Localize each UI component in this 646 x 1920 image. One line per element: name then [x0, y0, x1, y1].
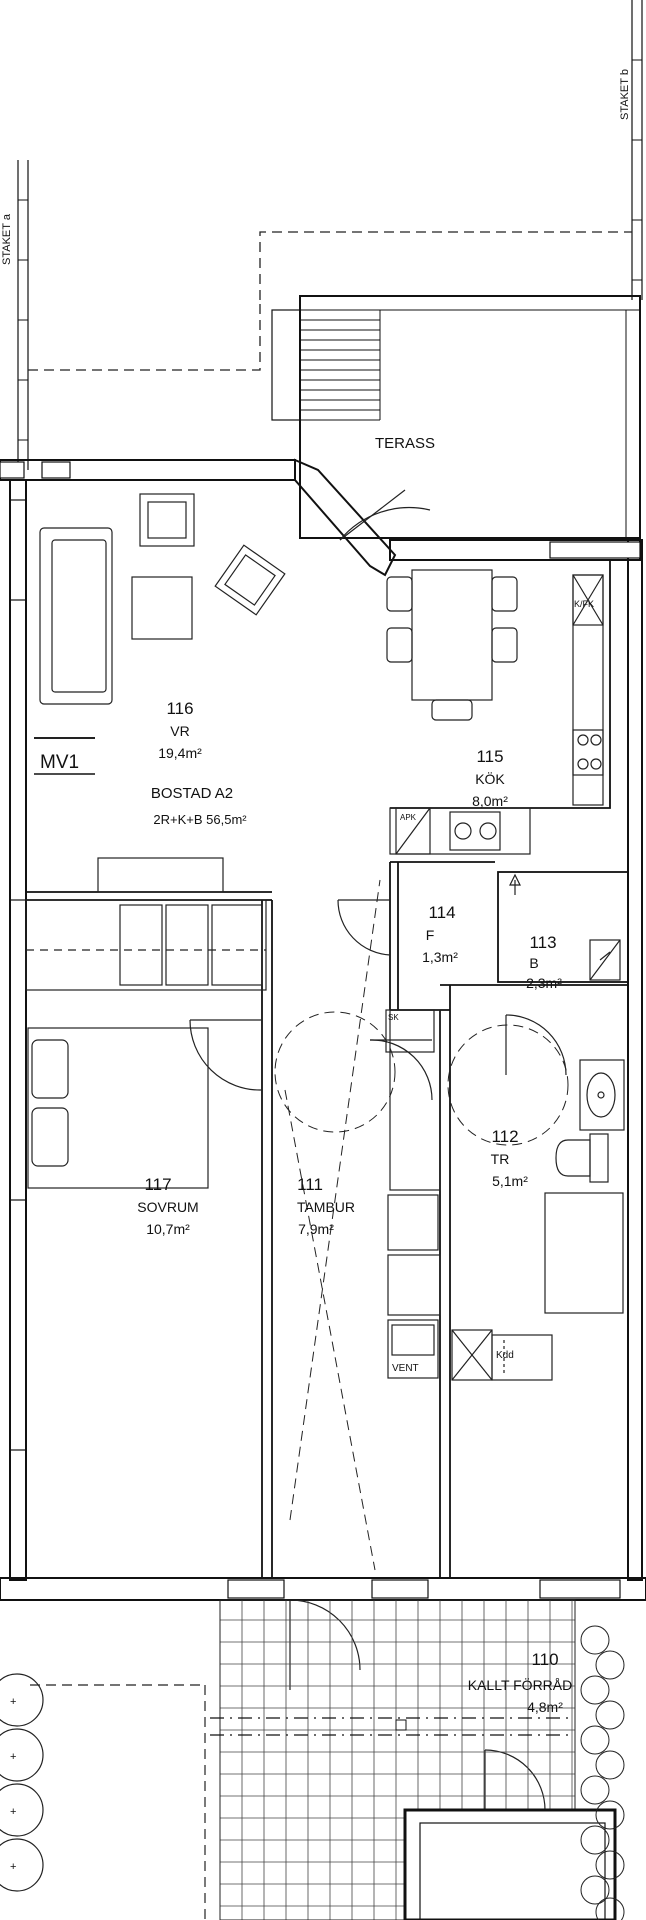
- apartment-name: BOSTAD A2: [151, 785, 233, 802]
- room-111: 111 TAMBUR 7,9m²: [297, 1175, 355, 1237]
- room-112: 112 TR 5,1m²: [491, 1127, 529, 1189]
- shrubs-left: [0, 1673, 44, 1892]
- wall-window-marks: [0, 461, 641, 1599]
- kitchen-counter: [389, 574, 604, 855]
- svg-text:+: +: [10, 1696, 16, 1708]
- bathroom-fixtures: [451, 873, 625, 1381]
- room-115-area: 8,0m²: [472, 793, 508, 809]
- living-furniture: [34, 493, 286, 739]
- room-112-area: 5,1m²: [492, 1173, 528, 1189]
- sofa: [39, 527, 113, 705]
- svg-text:+: +: [10, 1861, 16, 1873]
- room-114-area: 1,3m²: [422, 949, 458, 965]
- shrubs-left-marks: + + + +: [10, 1696, 16, 1873]
- turning-circles: [274, 879, 569, 1571]
- terrace: [271, 295, 641, 539]
- room-114-id: 114: [428, 903, 455, 922]
- fridge-label: K/FK: [574, 599, 594, 609]
- fence-left-label: STAKET a: [1, 213, 13, 265]
- room-113-area: 2,3m²: [526, 975, 562, 991]
- coffee-table: [131, 576, 193, 640]
- armchair: [139, 493, 195, 547]
- fence-right: [631, 0, 643, 300]
- room-116: 116 VR 19,4m²: [158, 699, 202, 761]
- room-110: 110 KALLT FÖRRÅD 4,8m²: [468, 1650, 573, 1715]
- room-111-id: 111: [297, 1175, 323, 1194]
- terrace-boundary: [28, 231, 632, 371]
- room-111-area: 7,9m²: [298, 1221, 334, 1237]
- paving-marker: [395, 1719, 407, 1731]
- shelf-above-wardrobe: [97, 857, 224, 893]
- interior-walls: [26, 560, 629, 1578]
- apartment-spec: 2R+K+B 56,5m²: [153, 812, 247, 827]
- exterior-walls: [0, 458, 646, 1601]
- room-110-id: 110: [531, 1650, 558, 1669]
- svg-text:+: +: [10, 1751, 16, 1763]
- room-112-name: TR: [491, 1151, 510, 1167]
- room-113: 113 B 2,3m²: [526, 933, 562, 991]
- room-110-name: KALLT FÖRRÅD: [468, 1676, 573, 1693]
- ventilation-label: VENT: [392, 1363, 419, 1374]
- room-116-area: 19,4m²: [158, 745, 202, 761]
- bed: [27, 1027, 209, 1189]
- fence-left: [17, 160, 29, 470]
- terrace-label: TERASS: [375, 435, 435, 452]
- room-113-name: B: [529, 955, 538, 971]
- fence-right-label: STAKET b: [619, 69, 631, 120]
- room-117-name: SOVRUM: [137, 1199, 198, 1215]
- cold-storage: [403, 1808, 617, 1920]
- room-110-area: 4,8m²: [527, 1699, 563, 1715]
- room-115-id: 115: [476, 747, 503, 766]
- doors: [189, 489, 567, 1811]
- room-114: 114 F 1,3m²: [422, 903, 458, 965]
- bath-unit-label: Kdd: [496, 1350, 514, 1361]
- entrance-storage: [385, 1009, 441, 1379]
- room-112-id: 112: [491, 1127, 518, 1146]
- room-117-id: 117: [144, 1175, 171, 1194]
- room-115: 115 KÖK 8,0m²: [472, 747, 508, 809]
- svg-text:+: +: [10, 1806, 16, 1818]
- room-114-name: F: [426, 927, 435, 943]
- paving-dash-line: [210, 1717, 570, 1736]
- room-117-area: 10,7m²: [146, 1221, 190, 1237]
- room-115-name: KÖK: [475, 770, 505, 787]
- room-116-name: VR: [170, 723, 189, 739]
- marker-mv1: MV1: [40, 752, 79, 773]
- room-113-id: 113: [529, 933, 556, 952]
- room-117: 117 SOVRUM 10,7m²: [137, 1175, 198, 1237]
- dishwasher-label: APK: [400, 813, 417, 822]
- wardrobe-label: SK: [388, 1013, 399, 1022]
- hedge-right: [580, 1625, 625, 1920]
- room-116-id: 116: [166, 699, 193, 718]
- room-111-name: TAMBUR: [297, 1199, 355, 1215]
- dining-set: [386, 569, 518, 721]
- wardrobes: [25, 899, 267, 991]
